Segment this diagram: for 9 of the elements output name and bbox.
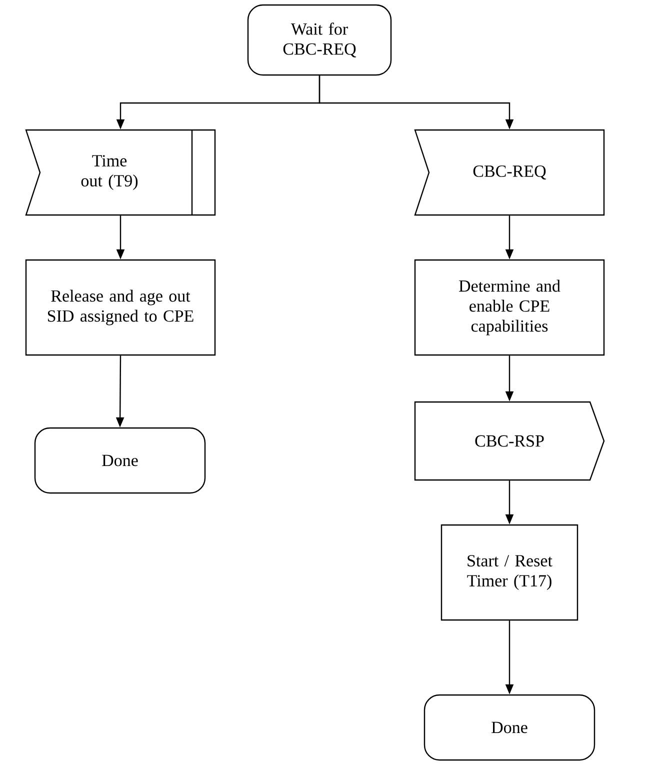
process-box: Determine and enable CPE capabilities — [414, 259, 605, 356]
input-signal: CBC-REQ — [414, 129, 605, 216]
output-signal: CBC-RSP — [414, 401, 605, 481]
end-terminal: Done — [34, 427, 206, 494]
process-box: Release and age out SID assigned to CPE — [25, 259, 216, 356]
end-terminal: Done — [424, 694, 596, 761]
input-signal: Time out (T9) — [25, 129, 216, 216]
process-box: Start / Reset Timer (T17) — [440, 524, 578, 621]
start-terminal: Wait for CBC-REQ — [247, 4, 392, 76]
